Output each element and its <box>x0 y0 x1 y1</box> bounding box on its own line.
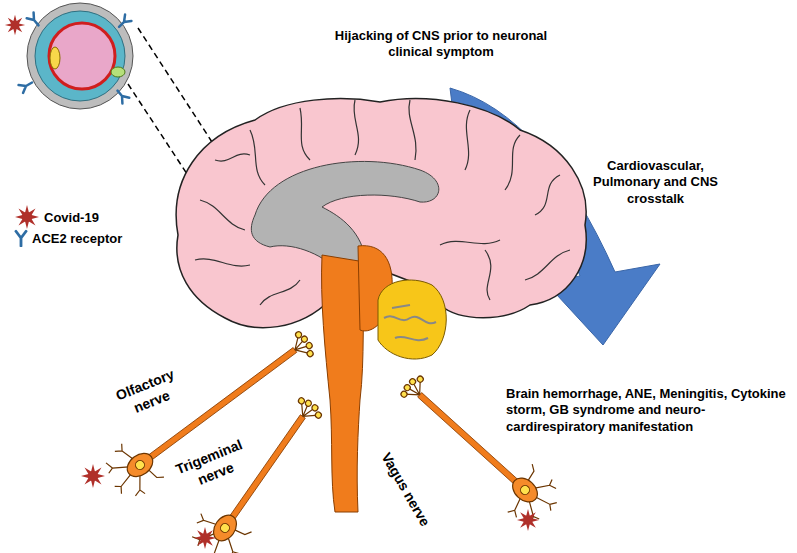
text-label: Vagus nerve <box>377 450 433 530</box>
text-label: Trigeminal nerve <box>166 433 258 497</box>
legend-text: Covid-19 <box>44 210 99 225</box>
legend-item: ACE2 receptor <box>14 229 122 247</box>
legend-item: Covid-19 <box>14 204 99 230</box>
virus-symbol <box>14 204 40 230</box>
text-label: Brain hemorrhage, ANE, Meningitis, Cytok… <box>506 386 792 435</box>
receptor-symbol <box>14 229 28 247</box>
text-label: Hijacking of CNS prior to neuronal clini… <box>325 28 557 61</box>
text-label: Cardiovascular, Pulmonary and CNS crosst… <box>588 158 723 207</box>
legend-text: ACE2 receptor <box>32 231 122 246</box>
text-label: Olfactory nerve <box>102 361 194 425</box>
